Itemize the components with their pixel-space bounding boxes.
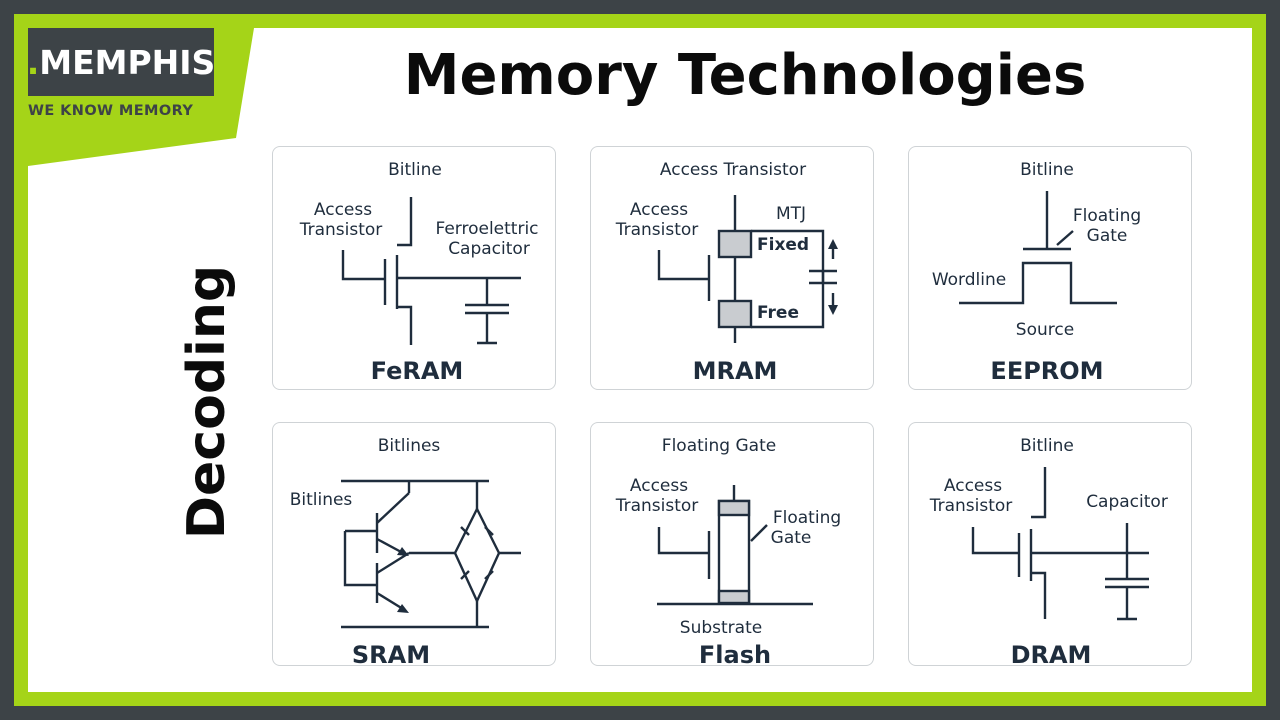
logo-dot: . <box>26 42 40 82</box>
flash-caption: Flash <box>699 641 771 669</box>
feram-capacitor-symbol <box>465 278 509 345</box>
flash-floating-gate-title: Floating Gate <box>662 436 776 456</box>
mram-transistor-label: Transistor <box>615 220 699 240</box>
dram-transistor-label: Transistor <box>929 496 1013 516</box>
card-eeprom: Bitline Floating Gate Wordline Source EE… <box>908 146 1192 390</box>
feram-transistor-label: Transistor <box>299 220 383 240</box>
eeprom-caption: EEPROM <box>990 357 1103 385</box>
dram-caption: DRAM <box>1011 641 1092 669</box>
mram-mtj-label: MTJ <box>776 204 806 224</box>
feram-diagram: Bitline Access Transistor Ferroelettric … <box>299 160 539 385</box>
feram-ferro-label: Ferroelettric <box>435 219 538 239</box>
dram-capacitor-symbol <box>1105 523 1149 621</box>
flash-transistor-label: Transistor <box>615 496 699 516</box>
eeprom-bitline-label: Bitline <box>1020 160 1074 180</box>
flash-access-label: Access <box>630 476 688 496</box>
card-dram: Bitline Access Transistor Capacitor DRAM <box>908 422 1192 669</box>
flash-floating-label: Floating <box>773 508 841 528</box>
eeprom-source-label: Source <box>1016 320 1074 340</box>
flash-diagram: Floating Gate Access Transistor Floating… <box>615 436 841 669</box>
sram-caption: SRAM <box>352 641 430 669</box>
mram-access-transistor-label: Access Transistor <box>660 160 806 180</box>
card-sram: Bitlines Bitlines SRAM <box>272 422 556 669</box>
mram-free-label: Free <box>757 303 799 323</box>
mram-access-label: Access <box>630 200 688 220</box>
dram-access-label: Access <box>944 476 1002 496</box>
mram-mtj-stack <box>717 229 837 329</box>
flash-gate-label: Gate <box>771 528 812 548</box>
feram-caption: FeRAM <box>371 357 464 385</box>
logo-tagline: WE KNOW MEMORY <box>28 103 194 119</box>
mram-fixed-label: Fixed <box>757 235 809 255</box>
mram-arrows <box>828 239 838 315</box>
card-flash: Floating Gate Access Transistor Floating… <box>590 422 874 669</box>
eeprom-cell-symbol <box>959 191 1117 305</box>
eeprom-diagram: Bitline Floating Gate Wordline Source EE… <box>932 160 1141 385</box>
sram-diagram: Bitlines Bitlines SRAM <box>290 436 521 669</box>
flash-cell-symbol <box>657 485 813 606</box>
sram-bitlines-top-label: Bitlines <box>378 436 441 456</box>
feram-access-label: Access <box>314 200 372 220</box>
mram-caption: MRAM <box>693 357 778 385</box>
sram-bitlines-left-label: Bitlines <box>290 490 353 510</box>
eeprom-wordline-label: Wordline <box>932 270 1006 290</box>
flash-substrate-label: Substrate <box>680 618 762 638</box>
feram-transistor-symbol <box>341 197 521 345</box>
eeprom-floating-label: Floating <box>1073 206 1141 226</box>
eeprom-gate-label: Gate <box>1087 226 1128 246</box>
logo-text: MEMPHIS <box>39 42 216 82</box>
feram-bitline-label: Bitline <box>388 160 442 180</box>
dram-capacitor-label: Capacitor <box>1086 492 1168 512</box>
sram-cell-symbol <box>341 479 521 629</box>
side-label: Decoding <box>177 264 237 540</box>
dram-diagram: Bitline Access Transistor Capacitor DRAM <box>929 436 1168 669</box>
memphis-logo: .MEMPHIS <box>26 28 216 96</box>
page-title: Memory Technologies <box>403 43 1087 108</box>
card-mram: Access Transistor Access Transistor MTJ … <box>590 146 874 390</box>
mram-transistor-symbol <box>657 195 737 343</box>
dram-transistor-symbol <box>971 467 1149 619</box>
card-feram: Bitline Access Transistor Ferroelettric … <box>272 146 556 390</box>
dram-bitline-label: Bitline <box>1020 436 1074 456</box>
feram-capacitor-label: Capacitor <box>448 239 530 259</box>
mram-diagram: Access Transistor Access Transistor MTJ … <box>615 160 838 385</box>
